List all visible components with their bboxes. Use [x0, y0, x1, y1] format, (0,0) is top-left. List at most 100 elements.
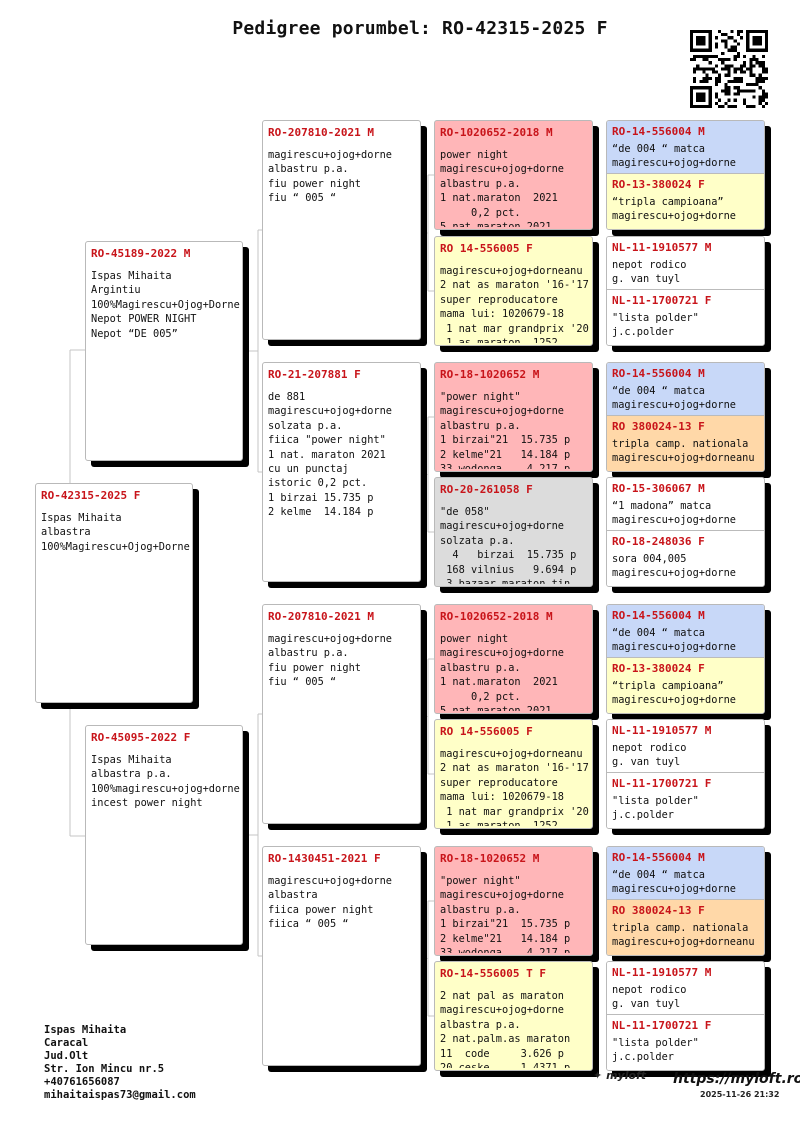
page-title: Pedigree porumbel: RO-42315-2025 F [232, 18, 608, 39]
great-grandparent-card[interactable]: RO-18-1020652 M "power night" magirescu+… [434, 846, 593, 956]
grandparent-ring-id: RO-21-207881 F [268, 368, 361, 381]
gen5-pair: NL-11-1910577 M nepot rodico g. van tuyl… [606, 719, 765, 829]
gen5-info: tripla camp. nationala magirescu+ojog+do… [612, 438, 755, 465]
dam-card[interactable]: RO-45095-2022 F Ispas Mihaita albastra p… [85, 725, 243, 945]
gen5-ring-id: NL-11-1700721 F [612, 294, 712, 307]
gen5-cell[interactable]: RO-14-556004 M “de 004 “ matca magirescu… [607, 605, 764, 658]
gen5-ring-id: RO-14-556004 M [612, 609, 705, 622]
sire-ring-id: RO-45189-2022 M [91, 247, 191, 260]
gen5-info: “de 004 “ matca magirescu+ojog+dorne [612, 627, 736, 654]
gen5-pair: RO-14-556004 M “de 004 “ matca magirescu… [606, 846, 765, 956]
gen5-cell[interactable]: RO-14-556004 M “de 004 “ matca magirescu… [607, 121, 764, 174]
gen5-info: sora 004,005 magirescu+ojog+dorne [612, 553, 736, 580]
gen5-ring-id: NL-11-1700721 F [612, 777, 712, 790]
great-grandparent-card[interactable]: RO 14-556005 F magirescu+ojog+dorneanu 2… [434, 236, 593, 346]
gen5-info: nepot rodico g. van tuyl [612, 984, 687, 1011]
gen5-cell[interactable]: RO-15-306067 M “1 madona” matca magiresc… [607, 478, 764, 531]
grandparent-card[interactable]: RO-21-207881 F de 881 magirescu+ojog+dor… [262, 362, 421, 582]
great-grandparent-ring-id: RO-18-1020652 M [440, 852, 540, 865]
gen5-info: “tripla campioana” magirescu+ojog+dorne [612, 196, 736, 223]
great-grandparent-card[interactable]: RO-18-1020652 M "power night" magirescu+… [434, 362, 593, 472]
grandparent-info: de 881 magirescu+ojog+dorne solzata p.a.… [268, 391, 392, 519]
subject-card[interactable]: RO-42315-2025 F Ispas Mihaita albastra 1… [35, 483, 193, 703]
gen5-info: “tripla campioana” magirescu+ojog+dorne [612, 680, 736, 707]
great-grandparent-ring-id: RO-18-1020652 M [440, 368, 540, 381]
gen5-cell[interactable]: NL-11-1910577 M nepot rodico g. van tuyl [607, 237, 764, 290]
sire-card[interactable]: RO-45189-2022 M Ispas Mihaita Argintiu 1… [85, 241, 243, 461]
gen5-ring-id: RO-13-380024 F [612, 178, 705, 191]
great-grandparent-ring-id: RO 14-556005 F [440, 242, 533, 255]
gen5-ring-id: NL-11-1910577 M [612, 241, 712, 254]
gen5-ring-id: RO 380024-13 F [612, 904, 705, 917]
gen5-cell[interactable]: RO-14-556004 M “de 004 “ matca magirescu… [607, 363, 764, 416]
gen5-ring-id: RO-14-556004 M [612, 367, 705, 380]
great-grandparent-card[interactable]: RO-20-261058 F "de 058" magirescu+ojog+d… [434, 477, 593, 587]
gen5-ring-id: RO-13-380024 F [612, 662, 705, 675]
gen5-pair: RO-14-556004 M “de 004 “ matca magirescu… [606, 604, 765, 714]
dam-info: Ispas Mihaita albastra p.a. 100%magiresc… [91, 754, 240, 810]
gen5-pair: RO-14-556004 M “de 004 “ matca magirescu… [606, 120, 765, 230]
great-grandparent-card[interactable]: RO-1020652-2018 M power night magirescu+… [434, 604, 593, 714]
grandparent-card[interactable]: RO-207810-2021 M magirescu+ojog+dorne al… [262, 604, 421, 824]
great-grandparent-info: magirescu+ojog+dorneanu 2 nat as maraton… [440, 748, 589, 826]
gen5-ring-id: NL-11-1700721 F [612, 1019, 712, 1032]
great-grandparent-info: "de 058" magirescu+ojog+dorne solzata p.… [440, 506, 577, 584]
great-grandparent-card[interactable]: RO-1020652-2018 M power night magirescu+… [434, 120, 593, 230]
gen5-info: “de 004 “ matca magirescu+ojog+dorne [612, 869, 736, 896]
gen5-cell[interactable]: NL-11-1910577 M nepot rodico g. van tuyl [607, 962, 764, 1015]
gen5-cell[interactable]: NL-11-1910577 M nepot rodico g. van tuyl [607, 720, 764, 773]
great-grandparent-ring-id: RO-20-261058 F [440, 483, 533, 496]
gen5-info: "lista polder" j.c.polder [612, 1037, 699, 1064]
gen5-ring-id: NL-11-1910577 M [612, 724, 712, 737]
generated-timestamp: 2025-11-26 21:32 [700, 1090, 780, 1099]
gen5-ring-id: RO-14-556004 M [612, 851, 705, 864]
gen5-pair: RO-14-556004 M “de 004 “ matca magirescu… [606, 362, 765, 472]
gen5-ring-id: RO-15-306067 M [612, 482, 705, 495]
gen5-cell[interactable]: NL-11-1700721 F "lista polder" j.c.polde… [607, 773, 764, 828]
grandparent-ring-id: RO-1430451-2021 F [268, 852, 381, 865]
gen5-cell[interactable]: RO 380024-13 F tripla camp. nationala ma… [607, 900, 764, 955]
great-grandparent-info: magirescu+ojog+dorneanu 2 nat as maraton… [440, 265, 589, 343]
gen5-info: “1 madona” matca magirescu+ojog+dorne [612, 500, 736, 527]
grandparent-ring-id: RO-207810-2021 M [268, 126, 374, 139]
gen5-info: "lista polder" j.c.polder [612, 312, 699, 339]
grandparent-info: magirescu+ojog+dorne albastra fiica powe… [268, 875, 392, 931]
great-grandparent-card[interactable]: RO-14-556005 T F 2 nat pal as maraton ma… [434, 961, 593, 1071]
great-grandparent-info: "power night" magirescu+ojog+dorne albas… [440, 391, 571, 469]
qr-code-icon [690, 30, 768, 108]
gen5-cell[interactable]: RO-13-380024 F “tripla campioana” magire… [607, 658, 764, 713]
great-grandparent-ring-id: RO-14-556005 T F [440, 967, 546, 980]
subject-info: Ispas Mihaita albastra 100%Magirescu+Ojo… [41, 512, 190, 553]
grandparent-info: magirescu+ojog+dorne albastru p.a. fiu p… [268, 633, 392, 689]
website-link[interactable]: https://myloft.ro [673, 1071, 800, 1087]
great-grandparent-info: 2 nat pal as maraton magirescu+ojog+dorn… [440, 990, 571, 1068]
gen5-ring-id: NL-11-1910577 M [612, 966, 712, 979]
logo-text: myloft [606, 1069, 647, 1082]
gen5-ring-id: RO-18-248036 F [612, 535, 705, 548]
grandparent-card[interactable]: RO-207810-2021 M magirescu+ojog+dorne al… [262, 120, 421, 340]
sire-info: Ispas Mihaita Argintiu 100%Magirescu+Ojo… [91, 270, 240, 340]
great-grandparent-ring-id: RO 14-556005 F [440, 725, 533, 738]
gen5-cell[interactable]: RO-13-380024 F “tripla campioana” magire… [607, 174, 764, 229]
great-grandparent-info: "power night" magirescu+ojog+dorne albas… [440, 875, 571, 953]
pigeon-icon: ✦ [593, 1069, 603, 1082]
gen5-cell[interactable]: NL-11-1700721 F "lista polder" j.c.polde… [607, 290, 764, 345]
grandparent-card[interactable]: RO-1430451-2021 F magirescu+ojog+dorne a… [262, 846, 421, 1066]
gen5-pair: RO-15-306067 M “1 madona” matca magiresc… [606, 477, 765, 587]
great-grandparent-ring-id: RO-1020652-2018 M [440, 126, 553, 139]
gen5-cell[interactable]: RO-18-248036 F sora 004,005 magirescu+oj… [607, 531, 764, 586]
gen5-info: “de 004 “ matca magirescu+ojog+dorne [612, 385, 736, 412]
gen5-info: "lista polder" j.c.polder [612, 795, 699, 822]
dam-ring-id: RO-45095-2022 F [91, 731, 191, 744]
great-grandparent-info: power night magirescu+ojog+dorne albastr… [440, 149, 564, 227]
gen5-cell[interactable]: RO-14-556004 M “de 004 “ matca magirescu… [607, 847, 764, 900]
great-grandparent-ring-id: RO-1020652-2018 M [440, 610, 553, 623]
gen5-cell[interactable]: NL-11-1700721 F "lista polder" j.c.polde… [607, 1015, 764, 1070]
gen5-info: nepot rodico g. van tuyl [612, 742, 687, 769]
gen5-info: “de 004 “ matca magirescu+ojog+dorne [612, 143, 736, 170]
grandparent-ring-id: RO-207810-2021 M [268, 610, 374, 623]
gen5-cell[interactable]: RO 380024-13 F tripla camp. nationala ma… [607, 416, 764, 471]
great-grandparent-info: power night magirescu+ojog+dorne albastr… [440, 633, 564, 711]
great-grandparent-card[interactable]: RO 14-556005 F magirescu+ojog+dorneanu 2… [434, 719, 593, 829]
